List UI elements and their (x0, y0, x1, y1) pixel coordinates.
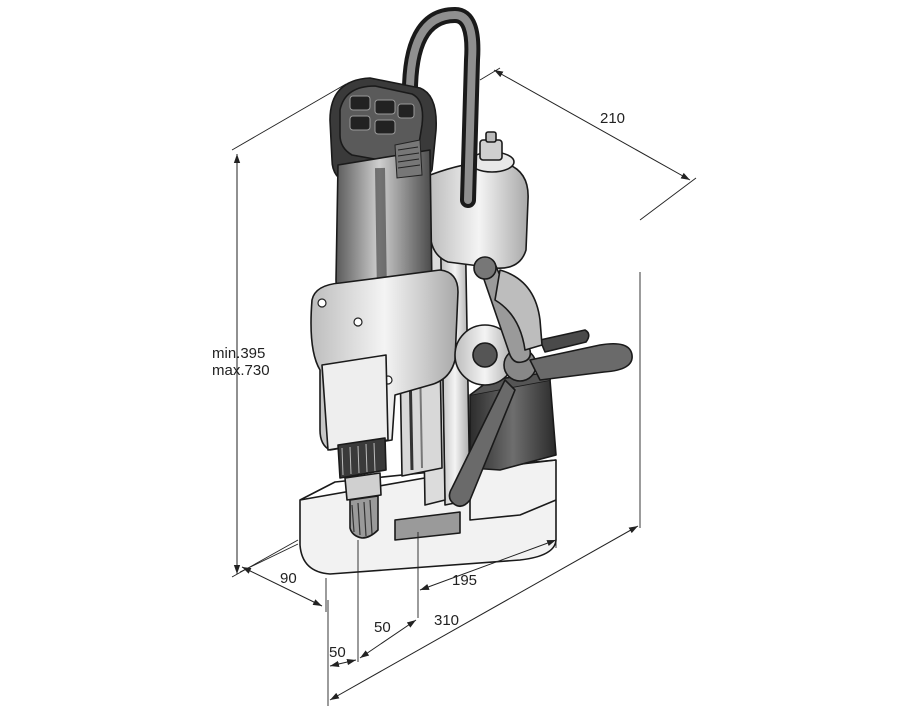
dimension-label-height-min: min.395 (212, 345, 265, 362)
dimension-label-90: 90 (280, 570, 297, 587)
dimension-label-height-max: max.730 (212, 362, 270, 379)
dimension-label-50-lower: 50 (329, 644, 346, 661)
magnetic-core-drill-illustration (299, 6, 633, 575)
dimension-label-50-upper: 50 (374, 619, 391, 636)
dimension-label-310: 310 (434, 612, 459, 629)
dimension-label-195: 195 (452, 572, 477, 589)
dimension-line-310 (329, 525, 639, 701)
dimension-line-90 (241, 566, 323, 607)
dimension-label-210: 210 (600, 110, 625, 127)
dimension-line-210 (493, 69, 691, 181)
dimension-annotations: 210 min.395 max.730 90 195 50 310 50 (212, 67, 697, 706)
dimension-line-50-lower (329, 658, 357, 668)
